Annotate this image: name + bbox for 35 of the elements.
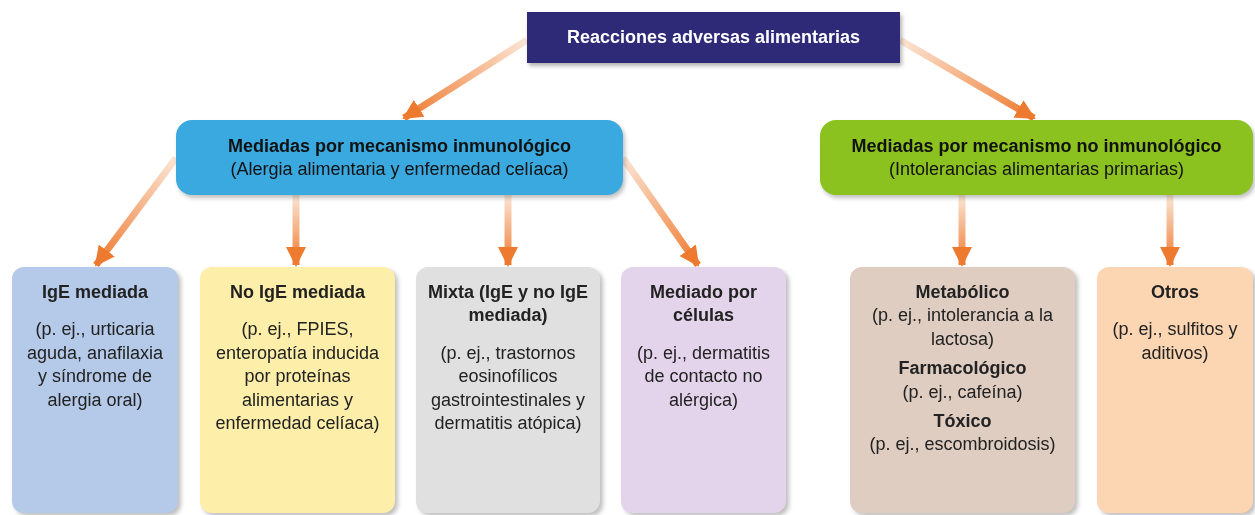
- arrow: [952, 195, 972, 267]
- description: (p. ej., trastornos eosinofílicos gastrointestinales y dermatitis atópica): [429, 341, 587, 435]
- heading: Otros: [1151, 281, 1199, 304]
- type-box: [200, 267, 395, 513]
- description: (p. ej., cafeína): [902, 380, 1023, 404]
- arrow: [498, 195, 518, 267]
- arrow: [402, 37, 529, 121]
- arrow: [1160, 195, 1180, 267]
- arrow: [286, 195, 306, 267]
- heading: No IgE mediada: [230, 281, 365, 304]
- type-box: [12, 267, 178, 513]
- description: (Intolerancias alimentarias primarias): [888, 157, 1185, 180]
- heading: Farmacológico: [898, 357, 1027, 381]
- heading: Mediadas por mecanismo no inmunológico: [851, 135, 1222, 158]
- heading: Mediado por células: [649, 281, 758, 328]
- heading: IgE mediada: [42, 281, 148, 304]
- heading: Tóxico: [933, 409, 992, 433]
- heading: Metabólico: [915, 281, 1010, 304]
- category-box: [176, 120, 623, 195]
- description: (p. ej., sulfitos y aditivos): [1111, 318, 1239, 365]
- title-box: [527, 12, 900, 63]
- description: (p. ej., FPIES, enteropatía inducida por proteínas alimentarias y enfermedad celíaca): [214, 318, 381, 435]
- description: (Alergia alimentaria y enfermedad celíaca): [230, 157, 569, 180]
- heading: Mediadas por mecanismo inmunológico: [227, 135, 572, 158]
- type-box: [850, 267, 1075, 513]
- type-box: [1097, 267, 1253, 513]
- description: (p. ej., intolerancia a la lactosa): [870, 304, 1055, 351]
- heading: Mixta (IgE y no IgE mediada): [427, 281, 589, 328]
- description: (p. ej., dermatitis de contacto no alérgica): [635, 341, 771, 412]
- category-box: [820, 120, 1253, 195]
- type-box: [621, 267, 786, 513]
- description: (p. ej., urticaria aguda, anafilaxia y síndrome de alergia oral): [25, 318, 165, 412]
- type-box: [416, 267, 600, 513]
- title-text: Reacciones adversas alimentarias: [566, 27, 861, 48]
- description: (p. ej., escombroidosis): [869, 433, 1056, 457]
